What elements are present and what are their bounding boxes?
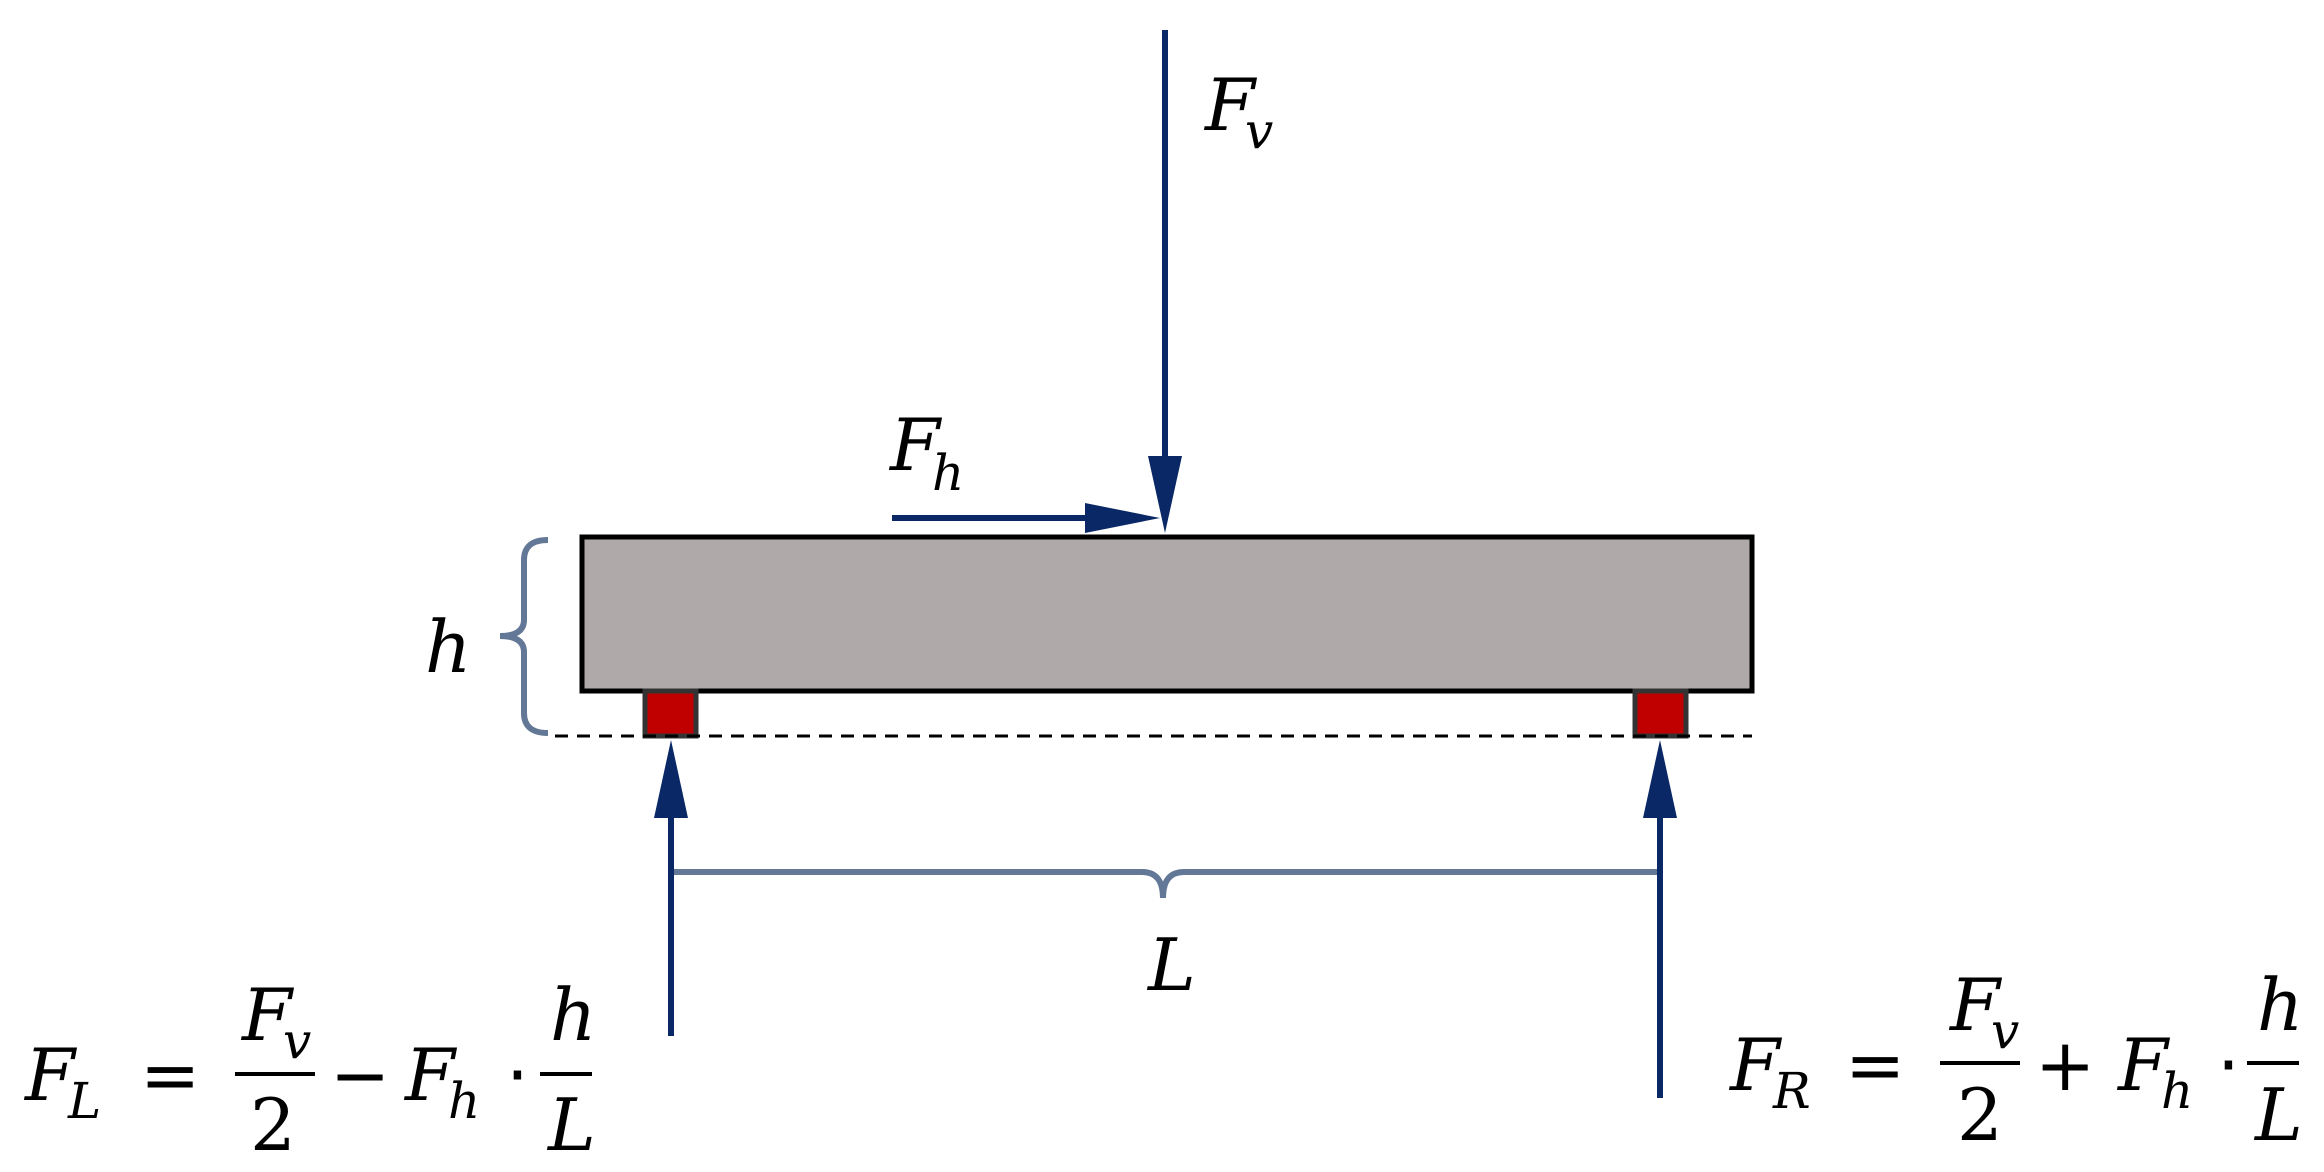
equation-left: F L = F v 2 − F h · h L — [23, 973, 596, 1167]
svg-text:+: + — [2035, 1023, 2095, 1107]
fl-arrowhead — [654, 740, 688, 818]
fr-arrowhead — [1643, 740, 1677, 818]
svg-text:·: · — [2217, 1023, 2240, 1107]
fh-arrowhead — [1085, 503, 1160, 533]
fh-label: F h — [888, 403, 964, 502]
svg-text:2: 2 — [250, 1083, 296, 1167]
right-support — [1632, 688, 1689, 739]
svg-text:−: − — [330, 1033, 390, 1117]
svg-text:F: F — [240, 973, 295, 1057]
beam — [579, 534, 1755, 694]
svg-text:L: L — [2253, 1073, 2303, 1157]
svg-text:F: F — [1948, 963, 2003, 1047]
length-label: L — [1146, 923, 1196, 1007]
svg-text:L: L — [546, 1083, 596, 1167]
svg-text:F: F — [1203, 63, 1258, 147]
equation-right: F R = F v 2 + F h · h L — [1728, 963, 2303, 1157]
svg-text:=: = — [1845, 1023, 1905, 1107]
svg-text:L: L — [67, 1072, 101, 1130]
fv-arrowhead — [1148, 456, 1182, 533]
svg-text:h: h — [2257, 963, 2303, 1047]
svg-text:v: v — [283, 1012, 311, 1070]
height-bracket — [499, 537, 549, 736]
svg-text:F: F — [888, 403, 943, 487]
svg-text:v: v — [1991, 1002, 2019, 1060]
svg-text:F: F — [403, 1033, 458, 1117]
svg-text:F: F — [1728, 1023, 1783, 1107]
svg-text:h: h — [550, 973, 596, 1057]
svg-text:h: h — [448, 1072, 480, 1130]
fv-label: F v — [1203, 63, 1273, 160]
svg-text:h: h — [932, 444, 964, 502]
svg-text:2: 2 — [1957, 1073, 2003, 1157]
left-support — [642, 688, 699, 739]
svg-text:F: F — [2116, 1023, 2171, 1107]
svg-text:h: h — [2161, 1062, 2193, 1120]
length-bracket — [668, 845, 1663, 899]
svg-text:R: R — [1772, 1062, 1811, 1120]
svg-text:v: v — [1245, 102, 1273, 160]
svg-text:·: · — [506, 1033, 529, 1117]
svg-text:=: = — [140, 1033, 200, 1117]
svg-text:F: F — [23, 1033, 78, 1117]
height-label: h — [425, 605, 471, 689]
